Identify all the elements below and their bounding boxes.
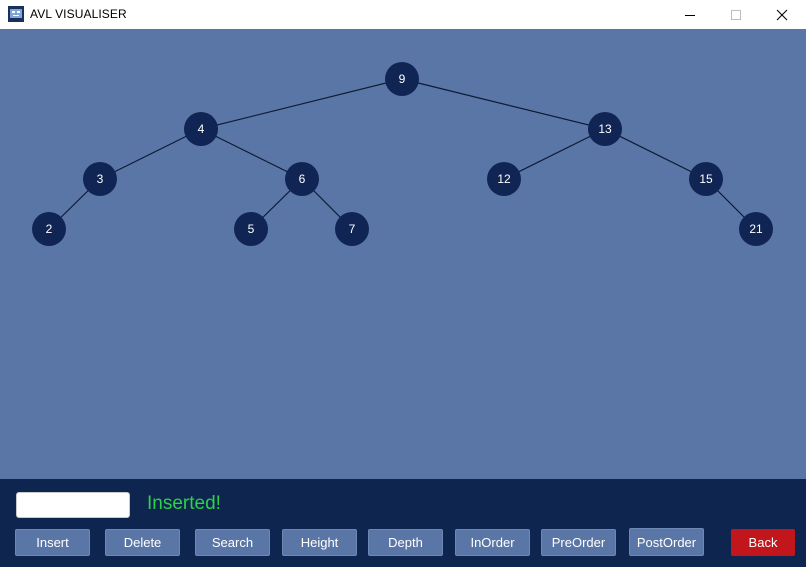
postorder-button[interactable]: PostOrder [629, 528, 704, 556]
search-button[interactable]: Search [195, 529, 270, 556]
tree-node-circle [487, 162, 521, 196]
tree-edge-9-13 [401, 78, 606, 130]
tree-edge-4-6 [200, 128, 303, 180]
tree-canvas: 9 4 13 3 6 12 15 2 5 7 21 [0, 29, 806, 479]
tree-node-3: 3 [83, 162, 117, 196]
tree-node-circle [32, 212, 66, 246]
maximize-icon [731, 9, 741, 20]
tree-node-label: 9 [399, 72, 406, 86]
tree-node-label: 6 [299, 172, 306, 186]
depth-button[interactable]: Depth [368, 529, 443, 556]
title-bar: AVL VISUALISER [0, 0, 806, 29]
tree-node-circle [739, 212, 773, 246]
tree-node-label: 12 [497, 172, 511, 186]
tree-node-7: 7 [335, 212, 369, 246]
tree-edge-13-15 [604, 128, 707, 180]
tree-node-circle [385, 62, 419, 96]
minimize-button[interactable] [667, 0, 713, 29]
tree-node-12: 12 [487, 162, 521, 196]
tree-node-label: 15 [699, 172, 713, 186]
tree-node-label: 5 [248, 222, 255, 236]
tree-node-circle [83, 162, 117, 196]
tree-node-label: 21 [749, 222, 763, 236]
close-icon [776, 9, 788, 20]
tree-node-13: 13 [588, 112, 622, 146]
tree-node-label: 13 [598, 122, 612, 136]
maximize-button[interactable] [713, 0, 759, 29]
tree-node-circle [588, 112, 622, 146]
insert-button[interactable]: Insert [15, 529, 90, 556]
tree-node-15: 15 [689, 162, 723, 196]
preorder-button[interactable]: PreOrder [541, 529, 616, 556]
status-message: Inserted! [147, 493, 221, 514]
tree-node-label: 4 [198, 122, 205, 136]
tree-node-circle [689, 162, 723, 196]
tree-node-4: 4 [184, 112, 218, 146]
value-input[interactable] [16, 492, 130, 518]
tree-node-2: 2 [32, 212, 66, 246]
tree-edge-4-3 [99, 128, 202, 180]
close-button[interactable] [759, 0, 805, 29]
window-title: AVL VISUALISER [30, 7, 127, 21]
tree-node-21: 21 [739, 212, 773, 246]
delete-button[interactable]: Delete [105, 529, 180, 556]
inorder-button[interactable]: InOrder [455, 529, 530, 556]
control-panel: Inserted! Insert Delete Search Height De… [0, 479, 806, 567]
tree-diagram: 9 4 13 3 6 12 15 2 5 7 21 [32, 62, 773, 246]
tree-edge-9-4 [200, 78, 403, 130]
tree-node-circle [285, 162, 319, 196]
tree-node-label: 3 [97, 172, 104, 186]
tree-node-circle [234, 212, 268, 246]
tree-edge-13-12 [503, 128, 606, 180]
tree-node-5: 5 [234, 212, 268, 246]
app-icon [8, 6, 24, 22]
tree-node-circle [184, 112, 218, 146]
tree-node-label: 2 [46, 222, 53, 236]
tree-node-circle [335, 212, 369, 246]
height-button[interactable]: Height [282, 529, 357, 556]
back-button[interactable]: Back [731, 529, 795, 556]
tree-node-6: 6 [285, 162, 319, 196]
tree-node-9: 9 [385, 62, 419, 96]
minimize-icon [685, 14, 695, 16]
tree-node-label: 7 [349, 222, 356, 236]
